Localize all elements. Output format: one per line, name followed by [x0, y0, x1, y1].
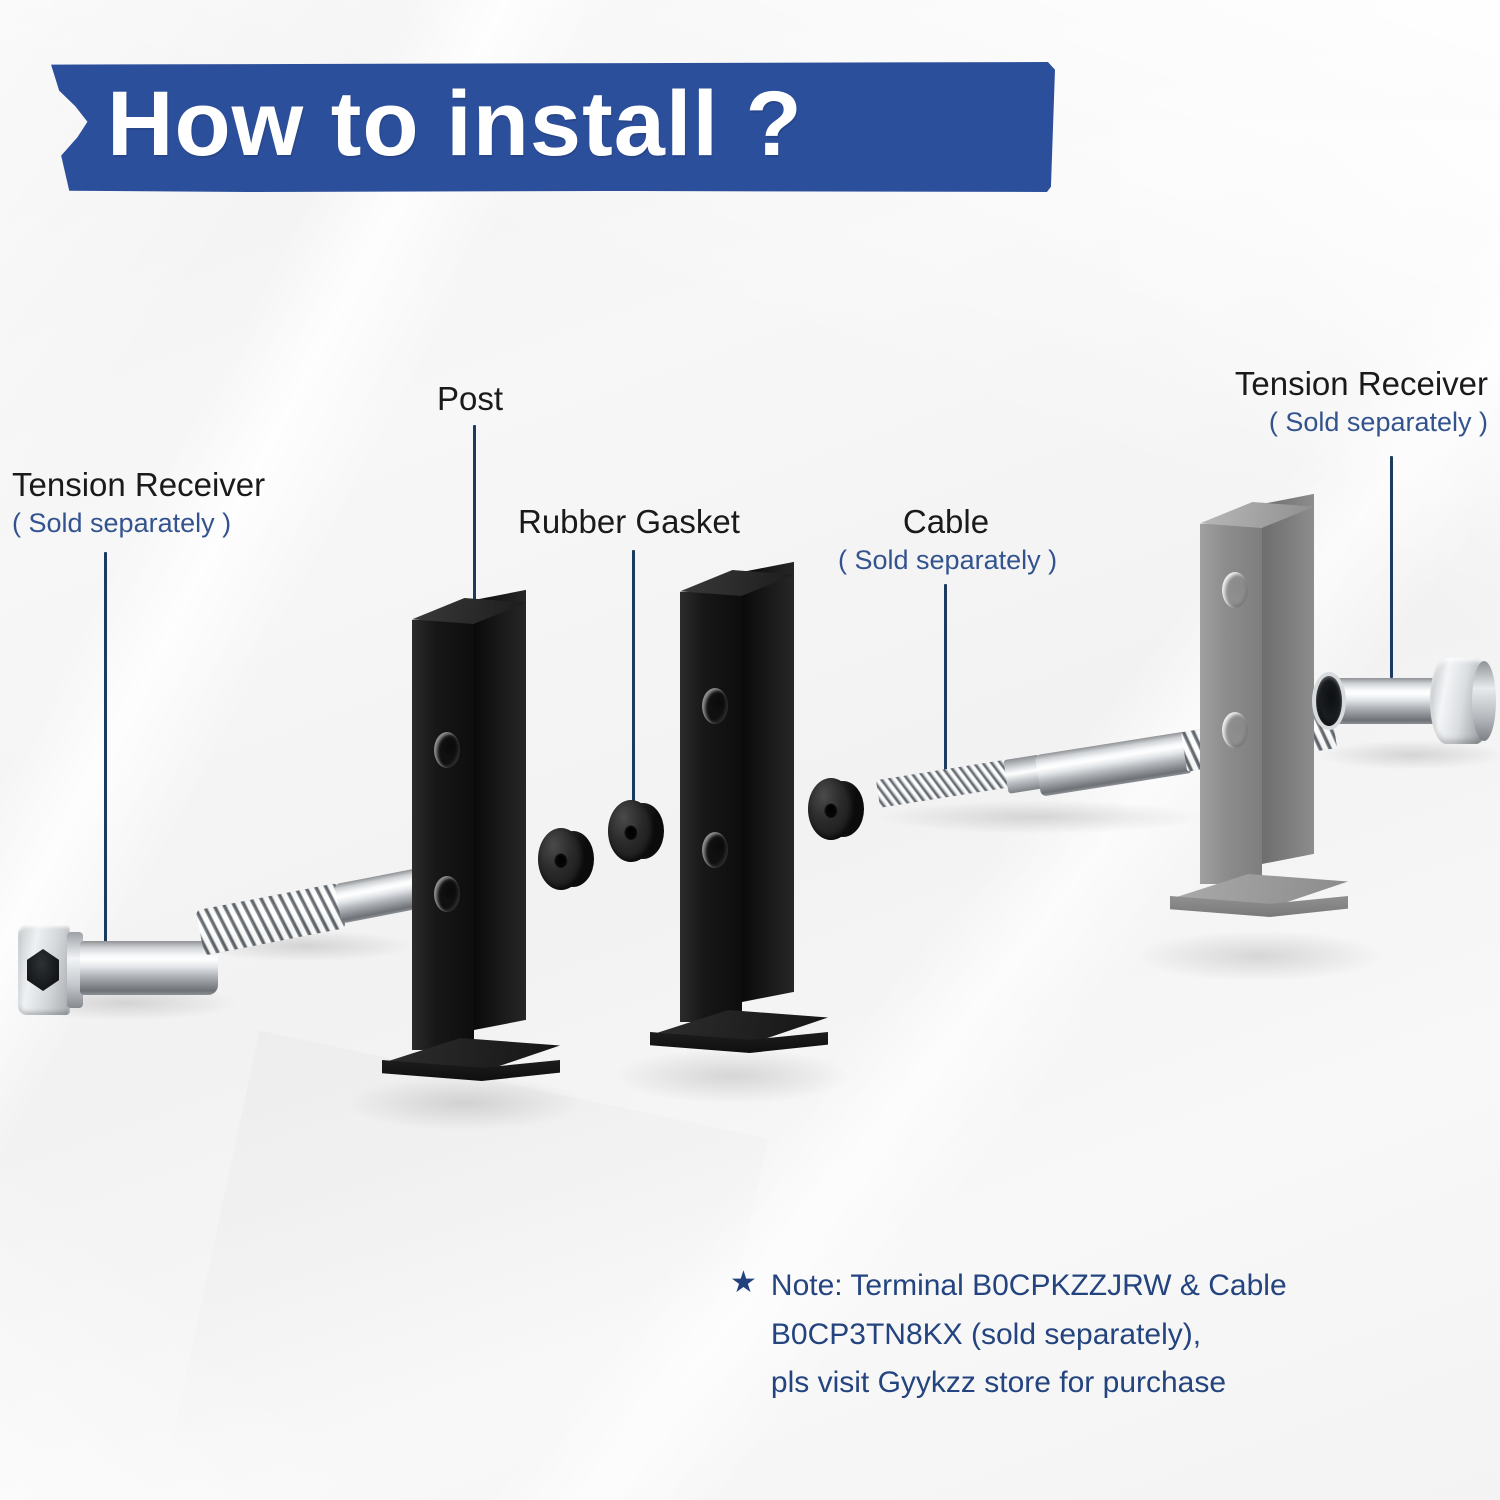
post-hole-lower — [1222, 712, 1248, 748]
post-front-face — [680, 592, 742, 1022]
callout-post: Post — [437, 380, 503, 418]
screw-collar — [67, 932, 83, 1008]
gasket-bore-hole — [554, 852, 568, 868]
rubber-gasket-first — [538, 828, 594, 890]
callout-title: Tension Receiver — [12, 466, 266, 503]
receiver-tube — [1322, 678, 1446, 724]
part-shadow — [345, 1075, 585, 1131]
gray-post — [1170, 493, 1348, 917]
cable-swage-barrel — [1034, 731, 1192, 797]
receiver-flange-edge — [1472, 661, 1496, 741]
post-base-plate-body — [1170, 896, 1348, 917]
part-shadow — [1318, 740, 1500, 770]
note-line: Note: Terminal B0CPKZZJRW & Cable — [770, 1269, 1287, 1302]
leader-line-tension-receiver-right — [1390, 456, 1393, 678]
post-side-face — [742, 561, 794, 1002]
part-shadow — [1135, 930, 1385, 982]
leader-line-cable — [944, 584, 947, 788]
post-hole-lower — [434, 876, 460, 912]
part-shadow — [612, 1048, 852, 1104]
rubber-gasket-third — [808, 778, 864, 840]
background-sheen — [0, 1060, 420, 1500]
post-front-face — [412, 620, 474, 1050]
note-block: ★ Note: Terminal B0CPKZZJRW & Cable B0CP… — [730, 1262, 1370, 1408]
gasket-bore-hole — [624, 824, 638, 840]
header-banner: How to install ? — [51, 62, 1055, 192]
leader-line-rubber-gasket — [632, 550, 635, 802]
callout-title: Cable — [902, 503, 990, 540]
part-shadow — [875, 800, 1205, 834]
black-post-left — [382, 589, 560, 1081]
callout-cable: Cable ( Sold separately ) — [838, 503, 1058, 576]
stud-threads — [195, 882, 346, 956]
star-icon: ★ — [730, 1266, 757, 1299]
post-hole-lower — [702, 832, 728, 868]
callout-title: Rubber Gasket — [518, 503, 740, 540]
callout-subtitle: ( Sold separately ) — [838, 544, 1058, 575]
note-line: B0CP3TN8KX (sold separately), — [770, 1317, 1202, 1351]
post-hole-upper — [434, 732, 460, 768]
callout-title: Tension Receiver — [1234, 365, 1488, 402]
callout-tension-receiver-right: Tension Receiver ( Sold separately ) — [1235, 365, 1488, 438]
callout-subtitle: ( Sold separately ) — [12, 507, 232, 538]
post-side-face — [474, 589, 526, 1030]
note-lines: Note: Terminal B0CPKZZJRW & Cable B0CP3T… — [771, 1262, 1370, 1408]
post-base-plate-body — [650, 1032, 828, 1053]
gasket-bore-hole — [824, 802, 838, 818]
post-base-plate-body — [382, 1060, 560, 1081]
post-hole-upper — [1222, 572, 1248, 608]
background-sheen — [172, 1030, 768, 1500]
callout-rubber-gasket: Rubber Gasket — [518, 503, 740, 541]
callout-tension-receiver-left: Tension Receiver ( Sold separately ) — [12, 466, 265, 539]
rubber-gasket-second — [608, 800, 664, 862]
receiver-bore-opening — [1316, 676, 1342, 726]
callout-title: Post — [437, 380, 504, 417]
post-hole-upper — [702, 688, 728, 724]
leader-line-tension-receiver-left — [104, 552, 107, 944]
post-side-face — [1262, 493, 1314, 864]
note-line: pls visit Gyykzz store for purchase — [770, 1366, 1227, 1400]
black-post-right — [650, 561, 828, 1053]
page-title: How to install ? — [107, 73, 803, 175]
callout-subtitle: ( Sold separately ) — [1268, 406, 1488, 437]
screw-shank — [80, 941, 218, 995]
